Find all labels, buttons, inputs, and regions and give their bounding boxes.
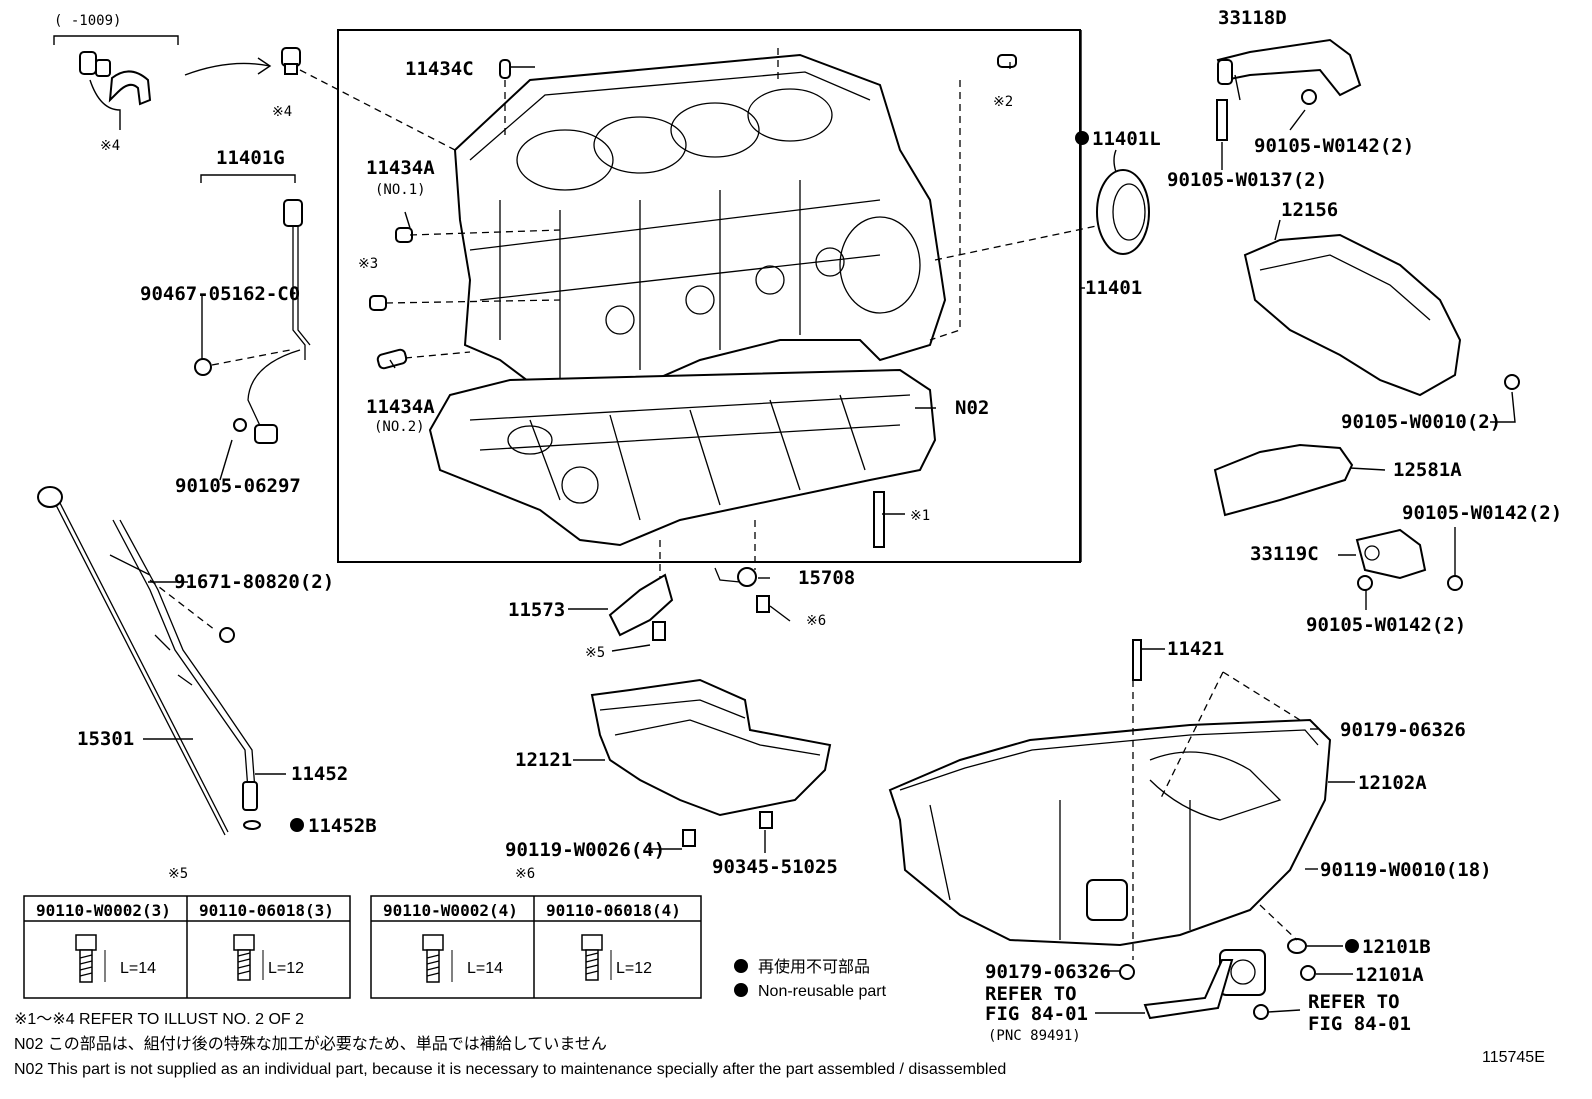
bracket-33119C-illustration — [1355, 528, 1463, 591]
dipstick-illustration — [37, 486, 261, 836]
cylinder-block-illustration — [453, 53, 947, 422]
cover-12156-illustration — [1243, 233, 1520, 397]
label-12102A: 12102A — [1358, 772, 1427, 794]
oil-jet-15708-illustration — [714, 567, 770, 613]
bolt-length: L=14 — [120, 960, 156, 977]
legend: 再使用不可部品 Non-reusable part — [734, 958, 887, 1000]
label-ref-4b: ※4 — [272, 104, 292, 120]
baffle-plate-12121-illustration — [590, 678, 832, 847]
label-refer-to-2: REFER TO — [1308, 991, 1400, 1013]
label-fig-84-01-1: FIG 84-01 — [985, 1003, 1088, 1025]
leader-lines — [143, 66, 1516, 1014]
bracket-11573-illustration — [608, 573, 674, 641]
lower-crankcase-illustration — [428, 368, 937, 547]
label-fig-84-01-2: FIG 84-01 — [1308, 1013, 1411, 1035]
label-90345-51025: 90345-51025 — [712, 856, 838, 878]
label-11434C: 11434C — [405, 58, 474, 80]
label-33119C: 33119C — [1250, 543, 1319, 565]
note-n02-jp: N02 この部品は、組付け後の特殊な加工が必要なため、単品では補給していません — [14, 1035, 607, 1053]
label-11434A-no2: 11434A — [366, 396, 435, 418]
table-header: 90110-W0002(4) — [383, 901, 518, 920]
table-marker: ※5 — [168, 866, 188, 882]
oil-gauge-sensor-illustration — [194, 174, 311, 444]
insulator-12581A-illustration — [1213, 443, 1354, 517]
label-90179-06326-b: 90179-06326 — [985, 961, 1111, 983]
label-11452: 11452 — [291, 763, 348, 785]
label-ref-1: ※1 — [910, 508, 930, 524]
label-90105-06297: 90105-06297 — [175, 475, 301, 497]
label-ref-4a: ※4 — [100, 138, 120, 154]
table-marker: ※6 — [515, 866, 535, 882]
footnotes: ※1～※4 REFER TO ILLUST NO. 2 OF 2 N02 この部… — [14, 1011, 1545, 1078]
oil-pan-12102A-illustration — [888, 639, 1332, 960]
label-pnc-89491: (PNC 89491) — [988, 1028, 1081, 1044]
label-12581A: 12581A — [1393, 459, 1462, 481]
label-90105-W0142-c: 90105-W0142(2) — [1306, 614, 1466, 636]
part-labels: 11434C 11434A (NO.1) 11434A (NO.2) 11401… — [54, 7, 1562, 1044]
label-90105-W0010: 90105-W0010(2) — [1341, 411, 1501, 433]
block-pins — [369, 54, 1017, 548]
label-11434A-no1: 11434A — [366, 157, 435, 179]
legend-dot — [734, 959, 748, 973]
label-91671-80820: 91671-80820(2) — [174, 571, 334, 593]
label-range: ( -1009) — [54, 13, 121, 29]
label-12101B: 12101B — [1362, 936, 1431, 958]
bolt-length: L=12 — [616, 960, 652, 977]
table-header: 90110-W0002(3) — [36, 901, 171, 920]
label-90119-W0026: 90119-W0026(4) — [505, 839, 665, 861]
label-no2: (NO.2) — [374, 419, 425, 435]
label-90467-05162-C0: 90467-05162-C0 — [140, 283, 300, 305]
label-11573: 11573 — [508, 599, 565, 621]
label-90105-W0142-a: 90105-W0142(2) — [1254, 135, 1414, 157]
label-12156: 12156 — [1281, 199, 1338, 221]
note-n02-en: N02 This part is not supplied as an indi… — [14, 1061, 1006, 1078]
label-12101A: 12101A — [1355, 964, 1424, 986]
bolt-icon — [581, 934, 612, 981]
label-33118D: 33118D — [1218, 7, 1287, 29]
block-assembly-frame — [337, 29, 1081, 563]
bolt-icon — [422, 934, 453, 983]
table-header: 90110-06018(4) — [546, 901, 681, 920]
table-header: 90110-06018(3) — [199, 901, 334, 920]
label-refer-to-1: REFER TO — [985, 983, 1077, 1005]
alignment-line — [299, 48, 1126, 590]
label-11421: 11421 — [1167, 638, 1224, 660]
label-11401G: 11401G — [216, 147, 285, 169]
label-90179-06326-a: 90179-06326 — [1340, 719, 1466, 741]
bolt-icon — [233, 934, 264, 981]
bolt-icon — [75, 934, 106, 983]
label-11401L: 11401L — [1092, 128, 1161, 150]
bolt-table-5: ※5 90110-W0002(3) 90110-06018(3) L=14 L=… — [23, 866, 351, 999]
bolt-table-6: ※6 90110-W0002(4) 90110-06018(4) L=14 L=… — [370, 866, 702, 999]
label-12121: 12121 — [515, 749, 572, 771]
label-90119-W0010: 90119-W0010(18) — [1320, 859, 1492, 881]
label-ref-5: ※5 — [585, 645, 605, 661]
pcv-fitting-illustration — [53, 35, 301, 130]
label-11452B: 11452B — [308, 815, 377, 837]
bolt-length: L=12 — [268, 960, 304, 977]
legend-en: Non-reusable part — [758, 983, 887, 1000]
bracket-33118D-illustration — [1216, 38, 1362, 141]
label-n02: N02 — [955, 397, 989, 419]
label-ref-3: ※3 — [358, 256, 378, 272]
figure-id: 115745E — [1482, 1049, 1545, 1066]
legend-dot — [734, 983, 748, 997]
label-ref-2: ※2 — [993, 94, 1013, 110]
label-no1: (NO.1) — [375, 182, 426, 198]
label-90105-W0137: 90105-W0137(2) — [1167, 169, 1327, 191]
non-reusable-mark — [1075, 131, 1089, 145]
oil-seal-11401L-illustration — [1096, 169, 1150, 255]
label-11401: 11401 — [1085, 277, 1142, 299]
non-reusable-mark — [290, 818, 304, 832]
drain-plug-illustration — [1119, 904, 1316, 1020]
label-90105-W0142-b: 90105-W0142(2) — [1402, 502, 1562, 524]
bolt-length: L=14 — [467, 960, 503, 977]
non-reusable-mark — [1345, 939, 1359, 953]
label-15708: 15708 — [798, 567, 855, 589]
legend-jp: 再使用不可部品 — [758, 958, 870, 976]
note-refer: ※1～※4 REFER TO ILLUST NO. 2 OF 2 — [14, 1011, 304, 1028]
label-ref-6: ※6 — [806, 613, 826, 629]
label-15301: 15301 — [77, 728, 134, 750]
